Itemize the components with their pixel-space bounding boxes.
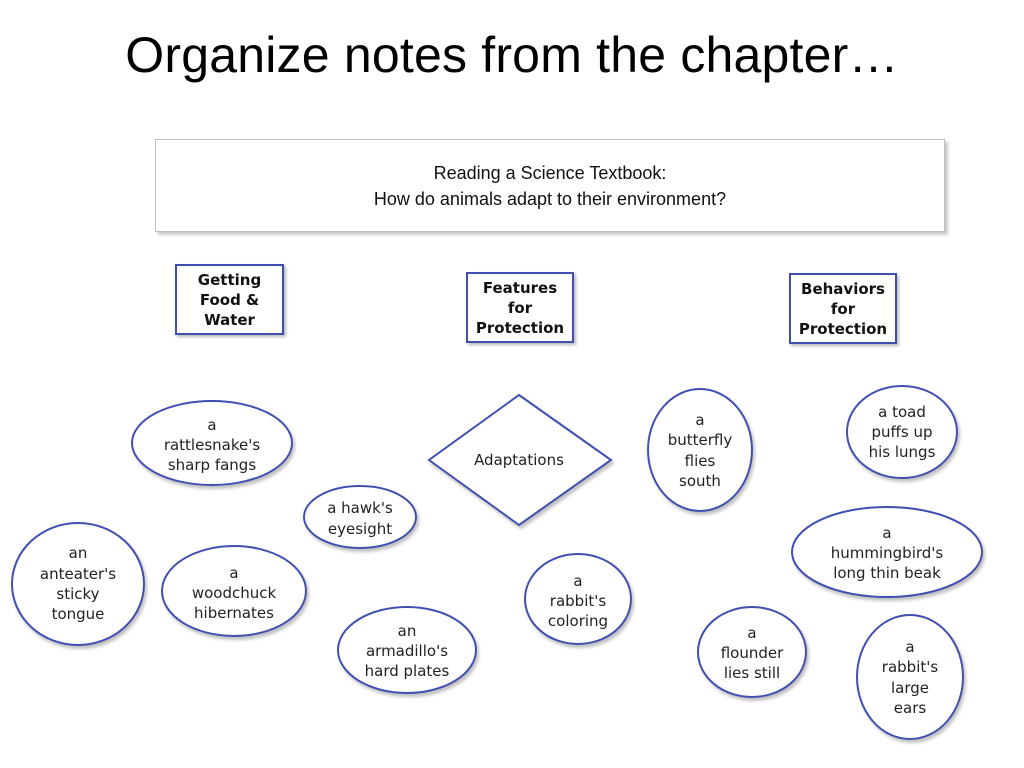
node-line: tongue (52, 605, 105, 623)
node-ellipse (337, 606, 477, 694)
slide-title: Organize notes from the chapter… (125, 27, 899, 83)
node-line: hummingbird's (831, 544, 944, 562)
category-label-line: for (507, 298, 533, 317)
diagram-header-box[interactable]: Reading a Science Textbook: How do anima… (155, 139, 945, 232)
node-ellipse (131, 400, 293, 486)
node-line: a (882, 524, 891, 542)
node-line: a (747, 624, 756, 642)
adaptations-label: Adaptations (474, 451, 564, 469)
category-label-line: Protection (475, 318, 565, 337)
node-armadillo[interactable]: an armadillo's hard plates (337, 606, 477, 694)
node-hummingbird[interactable]: a hummingbird's long thin beak (791, 506, 983, 598)
node-line: a (905, 638, 914, 656)
category-label-line: Getting (197, 270, 262, 289)
node-line: hard plates (365, 662, 450, 680)
node-ellipse (846, 385, 958, 479)
node-line: ears (894, 699, 927, 717)
node-rattlesnake[interactable]: a rattlesnake's sharp fangs (131, 400, 293, 486)
node-line: butterfly (668, 431, 733, 449)
node-woodchuck[interactable]: a woodchuck hibernates (161, 545, 307, 637)
node-line: rabbit's (550, 592, 607, 610)
node-ellipse (161, 545, 307, 637)
category-getting-food-water[interactable]: Getting Food & Water (175, 264, 284, 335)
category-label-line: Food & (199, 290, 260, 309)
node-line: anteater's (40, 565, 116, 583)
node-line: coloring (548, 612, 608, 630)
node-line: flounder (721, 644, 784, 662)
node-line: a (573, 572, 582, 590)
header-line-1: Reading a Science Textbook: (433, 162, 667, 183)
category-label-line: Behaviors (801, 279, 885, 298)
node-line: armadillo's (366, 642, 448, 660)
node-butterfly[interactable]: a butterfly flies south (647, 388, 753, 512)
category-behaviors-for-protection[interactable]: Behaviors for Protection (789, 273, 897, 344)
node-ellipse (856, 614, 964, 740)
node-line: hibernates (194, 604, 274, 622)
category-label-line: Water (204, 310, 255, 329)
node-line: a hawk's (327, 499, 393, 517)
node-line: a (695, 411, 704, 429)
node-line: a (207, 416, 216, 434)
node-line: a (229, 564, 238, 582)
node-line: an (398, 622, 417, 640)
node-ellipse (303, 485, 417, 549)
category-label-line: for (830, 299, 856, 318)
category-label-line: Features (482, 278, 558, 297)
node-ellipse (647, 388, 753, 512)
node-line: a toad (878, 403, 926, 421)
node-line: sticky (56, 585, 99, 603)
node-line: his lungs (869, 443, 936, 461)
node-rabbit-coloring[interactable]: a rabbit's coloring (524, 553, 632, 645)
node-line: sharp fangs (168, 456, 256, 474)
node-ellipse (11, 522, 145, 646)
adaptations-diamond[interactable]: Adaptations (427, 393, 613, 527)
category-features-for-protection[interactable]: Features for Protection (466, 272, 574, 343)
category-label-line: Protection (798, 319, 888, 338)
node-line: woodchuck (192, 584, 277, 602)
node-line: rabbit's (882, 658, 939, 676)
node-rabbit-ears[interactable]: a rabbit's large ears (856, 614, 964, 740)
node-line: an (69, 544, 88, 562)
node-line: flies (685, 452, 716, 470)
node-line: puffs up (872, 423, 933, 441)
node-line: rattlesnake's (164, 436, 261, 454)
node-flounder[interactable]: a flounder lies still (697, 606, 807, 698)
diamond-shape (427, 393, 613, 527)
node-line: lies still (724, 664, 780, 682)
node-hawk[interactable]: a hawk's eyesight (303, 485, 417, 549)
node-anteater[interactable]: an anteater's sticky tongue (11, 522, 145, 646)
node-ellipse (791, 506, 983, 598)
node-ellipse (697, 606, 807, 698)
node-ellipse (524, 553, 632, 645)
node-toad[interactable]: a toad puffs up his lungs (846, 385, 958, 479)
node-line: large (891, 679, 929, 697)
node-line: south (679, 472, 721, 490)
node-line: eyesight (328, 520, 392, 538)
header-line-2: How do animals adapt to their environmen… (373, 188, 727, 209)
node-line: long thin beak (833, 564, 941, 582)
